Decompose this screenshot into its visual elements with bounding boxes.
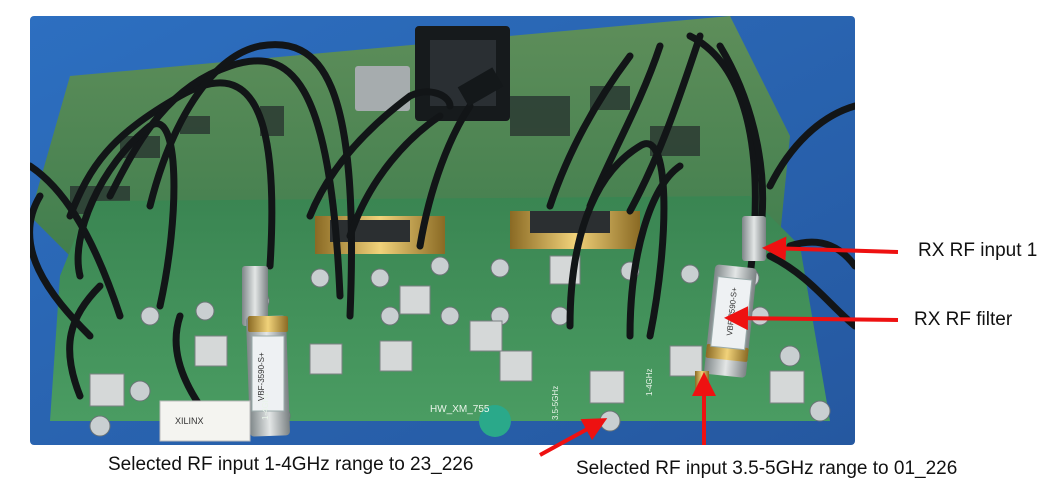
label-rx-rf-input: RX RF input 1: [918, 240, 1038, 261]
coax-cables: [30, 32, 855, 410]
rf-filter-left: [242, 266, 290, 437]
label-rx-rf-filter: RX RF filter: [914, 309, 1013, 330]
xilinx-logo-text: XILINX: [175, 416, 204, 426]
range-label-mid: 3.5-5GHz: [551, 386, 560, 420]
board-id-text: HW_XM_755: [430, 404, 490, 415]
range-label-left: 1-4GHz: [261, 392, 270, 420]
hardware-photo: HW_XM_755 XILINX VBF-3590-S+ VBF-3590-S+…: [30, 16, 855, 445]
label-rf-input-right: Selected RF input 3.5-5GHz range to 01_2…: [576, 458, 958, 479]
range-label-right: 1-4GHz: [645, 368, 654, 396]
filter-left-label: VBF-3590-S+: [257, 352, 266, 401]
label-rf-input-left: Selected RF input 1-4GHz range to 23_226: [108, 454, 474, 475]
round-sticker: [479, 405, 511, 437]
xilinx-sticker: [159, 400, 251, 442]
